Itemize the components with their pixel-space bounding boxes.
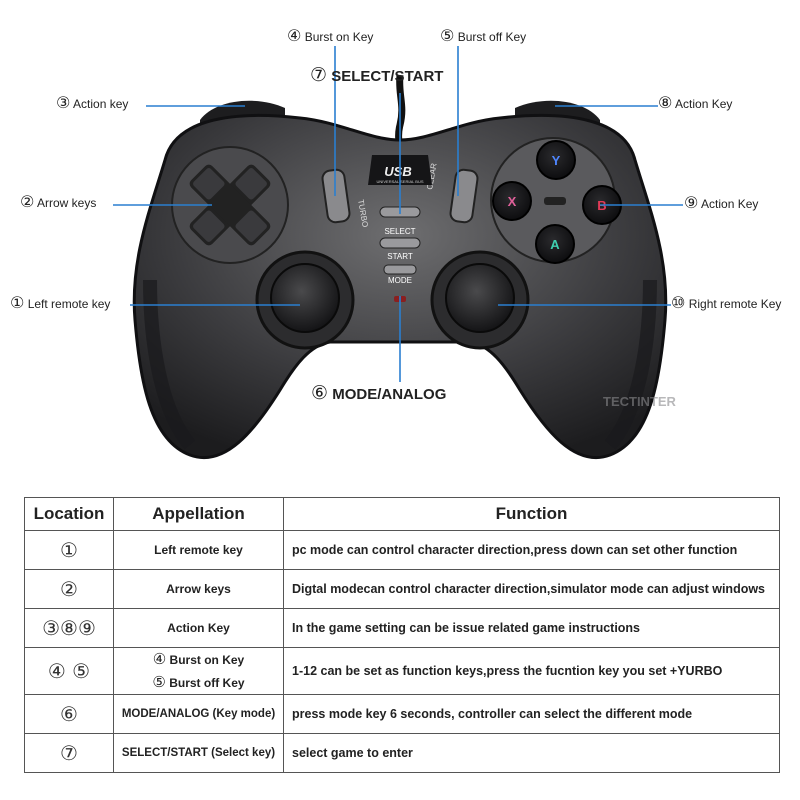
- callout-arrow-keys: ② Arrow keys: [20, 192, 97, 211]
- x-button: [492, 181, 532, 221]
- row-location: ②: [24, 569, 114, 609]
- left-analog-stick: [270, 263, 340, 333]
- header-location: Location: [24, 497, 114, 531]
- row-location: ⑦: [24, 733, 114, 773]
- select-label: SELECT: [384, 227, 415, 236]
- table-row: ② Arrow keys Digtal modecan control char…: [24, 569, 780, 609]
- callout-action-key-right-top: ⑧ Action Key: [658, 93, 733, 112]
- row-function: 1-12 can be set as function keys,press t…: [283, 647, 780, 695]
- header-appellation: Appellation: [113, 497, 284, 531]
- controller-illustration: Y X B A TURBO CLEAR USB UNIVERSAL SERIAL…: [113, 46, 683, 459]
- right-analog-stick: [445, 263, 515, 333]
- header-function: Function: [283, 497, 780, 531]
- start-button: [379, 237, 421, 249]
- row-location: ⑥: [24, 694, 114, 734]
- table-row: ④ ⑤ ④ Burst on Key ⑤ Burst off Key 1-12 …: [24, 647, 780, 695]
- row-function: pc mode can control character direction,…: [283, 530, 780, 570]
- mode-label: MODE: [388, 276, 412, 285]
- usb-logo: USB: [384, 164, 411, 179]
- mode-button: [383, 264, 417, 275]
- callout-right-remote-key: ⑩ Right remote Key: [671, 293, 782, 312]
- table-row: ⑥ MODE/ANALOG (Key mode) press mode key …: [24, 694, 780, 734]
- callout-lines: [113, 46, 683, 382]
- row-appellation: SELECT/START (Select key): [113, 733, 284, 773]
- appellation-line: ⑤ Burst off Key: [152, 673, 245, 691]
- dpad: [189, 164, 271, 246]
- y-button-label: Y: [552, 153, 561, 168]
- row-function: select game to enter: [283, 733, 780, 773]
- a-button-label: A: [550, 237, 560, 252]
- row-location: ①: [24, 530, 114, 570]
- left-grip-texture: [143, 279, 196, 450]
- row-function: Digtal modecan control character directi…: [283, 569, 780, 609]
- row-appellation: ④ Burst on Key ⑤ Burst off Key: [113, 647, 284, 695]
- watermark: TECTINTER: [603, 394, 677, 409]
- callout-left-remote-key: ① Left remote key: [10, 293, 111, 312]
- table-row: ③⑧⑨ Action Key In the game setting can b…: [24, 608, 780, 648]
- row-appellation: Arrow keys: [113, 569, 284, 609]
- table-row: ⑦ SELECT/START (Select key) select game …: [24, 733, 780, 773]
- controller-diagram: Y X B A TURBO CLEAR USB UNIVERSAL SERIAL…: [10, 26, 782, 459]
- callout-burst-off-key: ⑤ Burst off Key: [440, 26, 527, 45]
- callout-burst-on-key: ④ Burst on Key: [287, 26, 374, 45]
- table-header-row: Location Appellation Function: [24, 497, 780, 531]
- row-function: In the game setting can be issue related…: [283, 608, 780, 648]
- y-button: [536, 140, 576, 180]
- x-button-label: X: [508, 194, 517, 209]
- callout-select-start: ⑦ SELECT/START: [310, 64, 444, 86]
- callout-mode-analog: ⑥ MODE/ANALOG: [311, 382, 447, 404]
- row-appellation: MODE/ANALOG (Key mode): [113, 694, 284, 734]
- row-appellation: Action Key: [113, 608, 284, 648]
- start-label: START: [387, 252, 413, 261]
- a-button: [535, 224, 575, 264]
- row-function: press mode key 6 seconds, controller can…: [283, 694, 780, 734]
- right-grip-texture: [604, 279, 657, 450]
- key-spec-table: Location Appellation Function ① Left rem…: [24, 497, 780, 773]
- appellation-line: ④ Burst on Key: [152, 650, 245, 668]
- row-location: ④ ⑤: [24, 647, 114, 695]
- row-appellation: Left remote key: [113, 530, 284, 570]
- turbo-button: [321, 168, 351, 224]
- table-row: ① Left remote key pc mode can control ch…: [24, 530, 780, 570]
- callout-action-key-right: ⑨ Action Key: [684, 193, 759, 212]
- callout-action-key-left: ③ Action key: [56, 93, 129, 112]
- row-location: ③⑧⑨: [24, 608, 114, 648]
